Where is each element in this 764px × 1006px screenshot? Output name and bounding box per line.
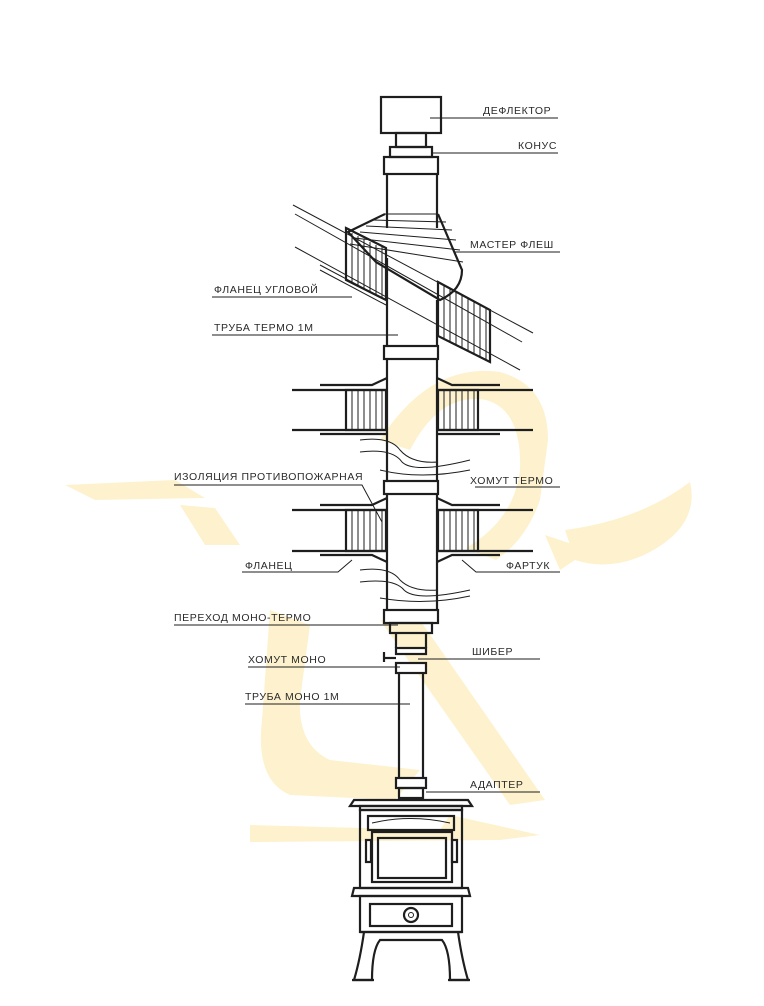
pipe-break-1 xyxy=(359,438,471,476)
damper xyxy=(382,652,396,662)
label-master-flash: МАСТЕР ФЛЕШ xyxy=(470,239,554,251)
roof xyxy=(292,204,534,371)
label-thermo-pipe: ТРУБА ТЕРМО 1М xyxy=(214,322,314,334)
label-mono-pipe: ТРУБА МОНО 1М xyxy=(245,691,339,703)
deflector xyxy=(379,95,443,149)
pipe-break-2 xyxy=(359,568,471,603)
mono-pipe xyxy=(394,646,428,800)
label-cone: КОНУС xyxy=(518,140,557,152)
ceiling-pass-2 xyxy=(292,497,533,563)
label-deflector: ДЕФЛЕКТОР xyxy=(483,105,551,117)
thermo-clamps xyxy=(382,344,440,496)
stove xyxy=(347,798,475,982)
label-adapter: АДАПТЕР xyxy=(470,779,524,791)
ceiling-pass-1 xyxy=(292,377,533,436)
label-mono-clamp: ХОМУТ МОНО xyxy=(248,654,326,666)
label-mono-thermo-transition: ПЕРЕХОД МОНО-ТЕРМО xyxy=(174,612,311,624)
watermark-logo xyxy=(65,370,692,842)
label-corner-flange: ФЛАНЕЦ УГЛОВОЙ xyxy=(214,283,318,296)
mono-thermo-transition xyxy=(382,608,440,648)
cone xyxy=(382,145,440,176)
label-damper: ШИБЕР xyxy=(472,646,513,658)
corner-flange-right xyxy=(436,280,492,364)
leader-lines xyxy=(174,117,560,793)
label-flange: ФЛАНЕЦ xyxy=(245,560,292,572)
label-fire-insulation: ИЗОЛЯЦИЯ ПРОТИВОПОЖАРНАЯ xyxy=(174,471,363,483)
master-flash xyxy=(346,213,464,302)
label-thermo-clamp: ХОМУТ ТЕРМО xyxy=(470,475,553,487)
label-apron: ФАРТУК xyxy=(506,560,550,572)
